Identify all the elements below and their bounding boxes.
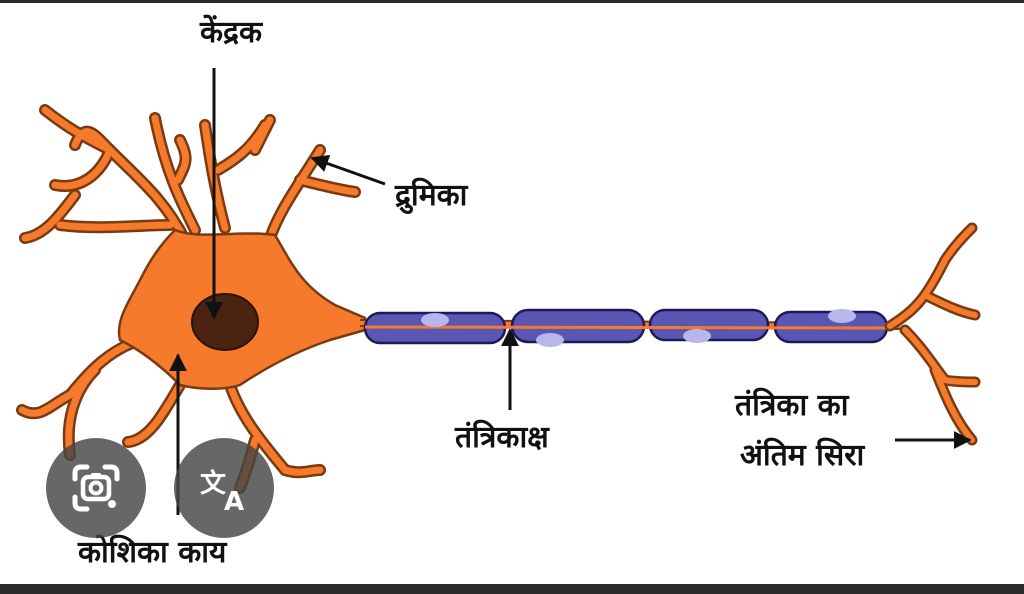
top-edge [0,0,1024,3]
pointer-arrows [169,68,972,515]
bottom-bar [0,584,1024,594]
svg-text:文: 文 [200,468,227,499]
nerve-end-label-line2: अंतिम सिरा [740,437,865,473]
dendrite-label: द्रुमिका [394,177,469,215]
dendrite-arrow [310,154,386,186]
axon-terminal [884,222,981,446]
translate-icon: 文 A [200,468,244,517]
cell-body-label: कोशिका काय [77,534,228,570]
svg-text:A: A [224,487,244,517]
myelin-sheath [363,308,889,347]
nucleus-label: केंद्रक [199,14,263,50]
nerve-end-label-line1: तंत्रिका का [734,387,850,423]
lens-button[interactable] [46,438,146,538]
google-lens-icon [72,464,120,512]
translate-button[interactable]: 文 A [174,438,274,538]
axon-label: तंत्रिकाक्ष [454,419,550,455]
nucleus-shape [191,293,259,351]
